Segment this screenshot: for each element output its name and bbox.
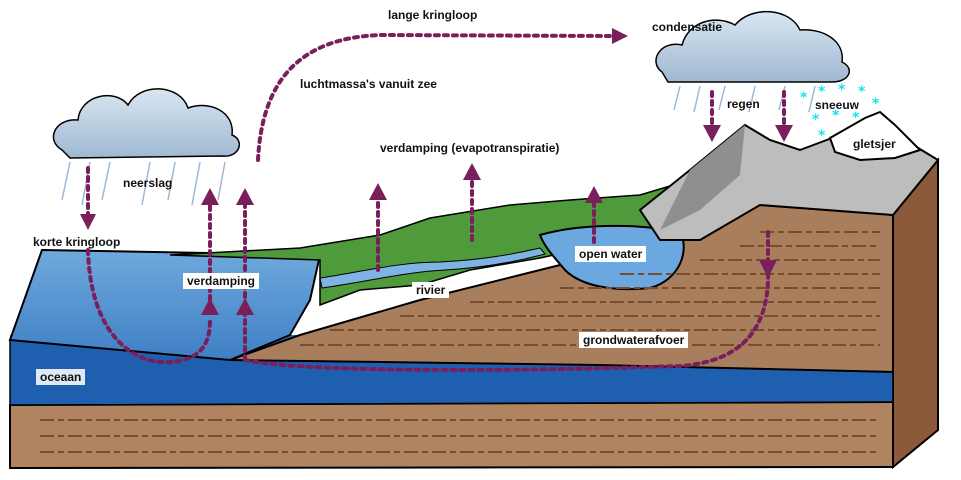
label-sneeuw: sneeuw (815, 98, 860, 112)
label-korte-kringloop: korte kringloop (33, 235, 121, 249)
label-verdamping-evapotranspiratie: verdamping (evapotranspiratie) (380, 141, 560, 155)
svg-text:*: * (872, 96, 880, 112)
svg-text:*: * (800, 90, 808, 106)
groundwater-path (243, 268, 771, 372)
cloud-left (52, 88, 241, 206)
svg-text:*: * (818, 128, 826, 144)
label-luchtmassas: luchtmassa's vanuit zee (300, 77, 437, 91)
label-open-water: open water (575, 246, 647, 262)
arrows (86, 32, 786, 372)
short-loop-path (86, 248, 212, 365)
label-lange-kringloop: lange kringloop (388, 8, 478, 22)
label-gletsjer: gletsjer (853, 137, 896, 151)
snowflakes: *** *** *** (800, 82, 880, 144)
label-oceaan: oceaan (36, 369, 86, 385)
label-regen: regen (727, 97, 760, 111)
label-verdamping: verdamping (183, 273, 260, 289)
label-neerslag: neerslag (123, 176, 173, 190)
arrowheads (80, 28, 793, 315)
river (319, 247, 546, 289)
label-grondwaterafvoer: grondwaterafvoer (579, 332, 689, 348)
long-loop-arrow (256, 32, 614, 162)
svg-text:*: * (838, 82, 846, 98)
glacier (828, 110, 922, 162)
svg-text:*: * (852, 110, 860, 126)
label-rivier: rivier (412, 282, 450, 298)
cloud-right (655, 11, 851, 113)
label-condensatie: condensatie (652, 20, 723, 34)
svg-text:*: * (832, 108, 840, 124)
svg-text:*: * (812, 112, 820, 128)
mountain-shadow (660, 125, 745, 230)
svg-text:*: * (858, 84, 866, 100)
svg-text:*: * (818, 84, 826, 100)
